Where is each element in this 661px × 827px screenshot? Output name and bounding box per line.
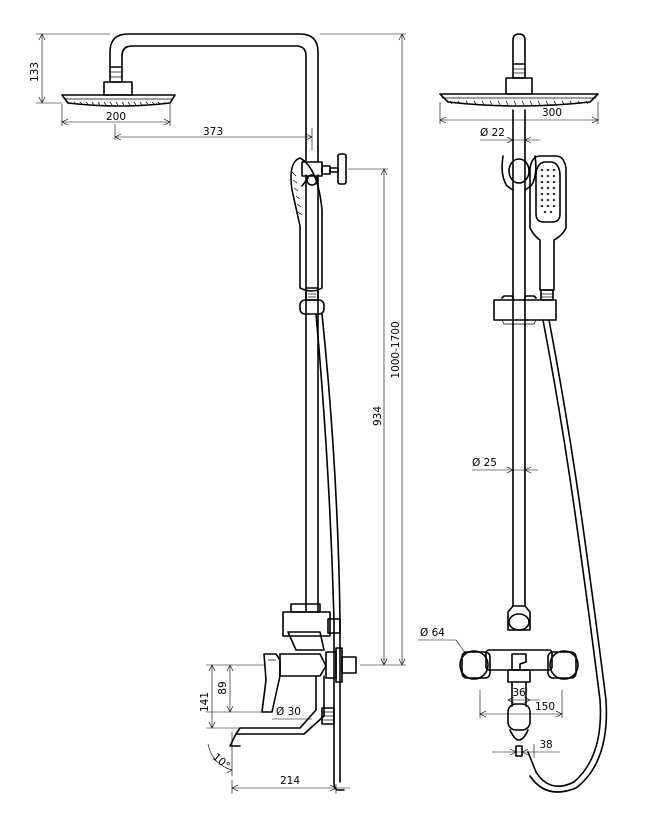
front-top-pipe (505, 33, 533, 95)
dim-center-distance: 150 (535, 701, 555, 713)
side-arm (109, 33, 319, 163)
side-dimensions (36, 33, 406, 794)
dim-handle-height: 89 (217, 681, 229, 694)
dim-head-diameter-side: 200 (106, 111, 126, 123)
dim-mixer-to-holder: 934 (372, 406, 384, 426)
front-view: 300 Ø 22 Ø 25 Ø 64 36 150 38 (418, 33, 608, 793)
side-hand-shower (290, 157, 325, 315)
dim-arm-reach: 373 (203, 126, 223, 138)
front-mixer (459, 605, 579, 757)
side-mixer (229, 603, 357, 747)
dim-spout-height: 141 (199, 692, 211, 712)
front-riser (501, 109, 537, 607)
dim-total-height: 1000-1700 (390, 321, 402, 378)
dim-head-height: 133 (29, 62, 41, 82)
side-riser (305, 174, 319, 613)
side-view: 133 200 373 1000-1700 934 141 89 Ø 30 10… (29, 33, 406, 794)
front-shower-head (439, 93, 599, 107)
dim-top-pipe-diameter: Ø 22 (480, 127, 505, 139)
front-slide-holder (493, 295, 557, 325)
dim-spout-length: 214 (280, 775, 300, 787)
front-hand-shower (529, 155, 567, 301)
front-hose (527, 319, 608, 793)
dim-spout-width: 36 (512, 687, 526, 699)
dim-outlet-offset: 38 (539, 739, 552, 751)
dim-head-width-front: 300 (542, 107, 562, 119)
side-shower-head (61, 66, 176, 107)
dim-flange-diameter: Ø 64 (420, 627, 445, 639)
front-dimensions (418, 102, 599, 758)
dim-riser-diameter: Ø 25 (472, 457, 497, 469)
side-diverter (301, 153, 347, 187)
dim-spout-diameter: Ø 30 (276, 706, 301, 718)
